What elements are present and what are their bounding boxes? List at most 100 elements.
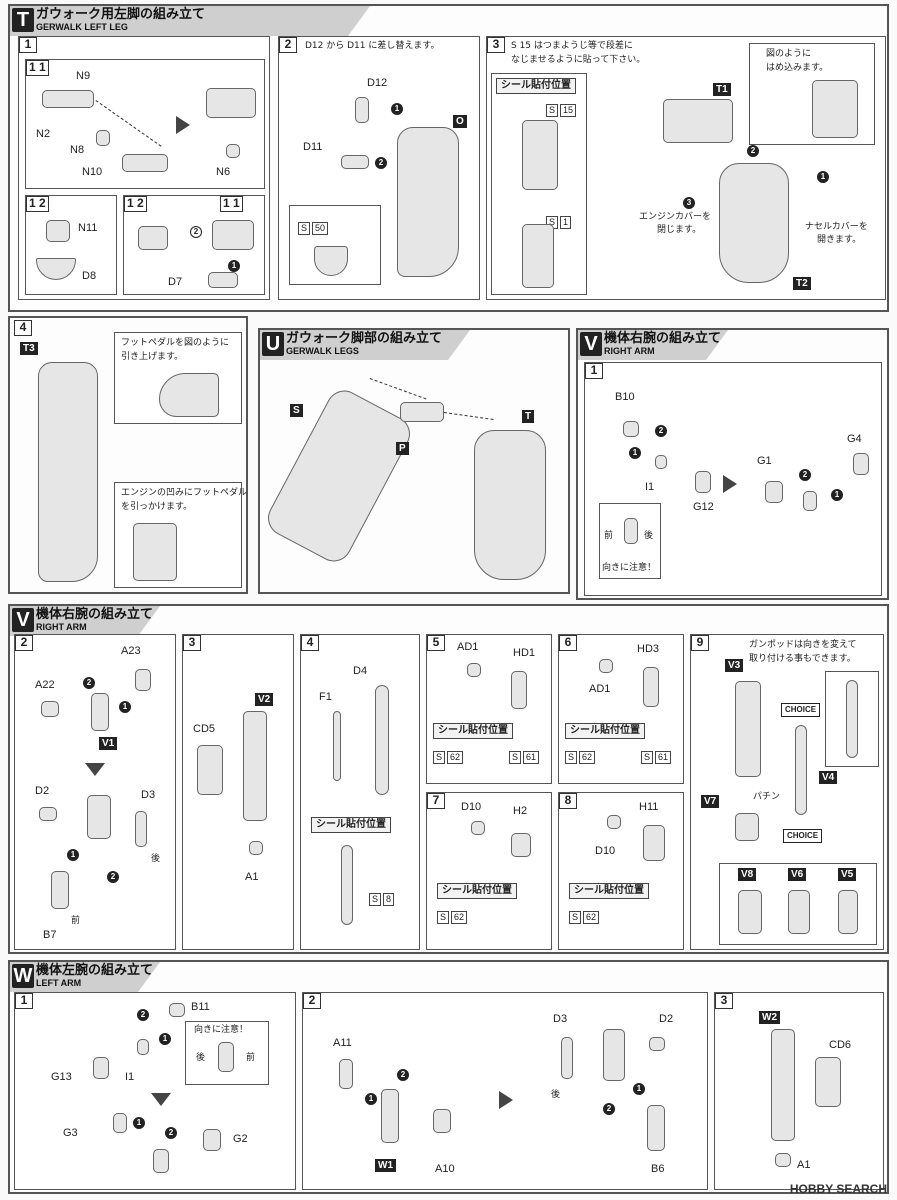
part-shape (159, 373, 219, 417)
seal-number: 50 (312, 222, 329, 235)
part-shape (381, 1089, 399, 1143)
arm-part-shape (243, 711, 267, 821)
back-label: 後 (151, 854, 161, 864)
hand-choice-box: V8 V6 V5 (719, 863, 877, 945)
part-tag: V6 (788, 868, 807, 881)
choice-badge: CHOICE (783, 829, 823, 843)
seal-number: 1 (560, 216, 572, 229)
section-header: V 機体右腕の組み立て RIGHT ARM (10, 606, 160, 636)
step-number: 6 (559, 635, 577, 651)
part-label: G1 (757, 455, 772, 467)
order-badge: 2 (107, 871, 119, 883)
leg-part-shape (38, 362, 98, 582)
step-number: 1 (585, 363, 603, 379)
part-label: N11 (78, 222, 98, 234)
part-shape (433, 1109, 451, 1133)
arm-part-shape (771, 1029, 795, 1141)
part-label: D4 (353, 665, 368, 677)
part-shape (561, 1037, 573, 1079)
part-shape (93, 1057, 109, 1079)
callout-note: エンジンの凹みにフットペダル (121, 488, 248, 498)
part-shape (135, 811, 147, 847)
part-shape (113, 1113, 127, 1133)
front-label: 前 (604, 531, 614, 541)
callout-note: 図のように (766, 49, 812, 59)
step-number: 2 (303, 993, 321, 1009)
seal-number: 62 (447, 751, 464, 764)
step-number: 5 (427, 635, 445, 651)
caution-note: 向きに注意！ (602, 563, 657, 573)
part-label: D10 (461, 801, 482, 813)
part-shape (122, 154, 168, 172)
part-shape (599, 659, 613, 673)
part-label: D10 (595, 845, 616, 857)
seal-inset: S 50 (289, 205, 381, 285)
step-number: 9 (691, 635, 709, 651)
seal-tag: S (509, 751, 522, 764)
step-number: 1 (15, 993, 33, 1009)
part-shape (218, 1042, 234, 1072)
substep-number: 1 1 (26, 60, 49, 76)
order-badge: 1 (817, 171, 829, 183)
nacelle-note: ナセルカバーを (805, 222, 868, 232)
part-label: G2 (233, 1133, 248, 1145)
hand-part-shape (643, 825, 665, 861)
order-badge: 1 (831, 489, 843, 501)
part-tag: T1 (713, 83, 731, 96)
substep-number: 1 2 (124, 196, 147, 212)
part-label: D11 (303, 141, 323, 153)
part-tag: V7 (701, 795, 720, 808)
seal-number: 61 (655, 751, 672, 764)
step-v-2: 2 A22 A23 2 1 V1 D2 D3 後 1 2 前 B7 (14, 634, 176, 950)
order-badge: 1 (629, 447, 641, 459)
section-header: U ガウォーク脚部の組み立て GERWALK LEGS (260, 330, 470, 360)
callout-note: はめ込みます。 (766, 63, 829, 73)
part-shape (137, 1039, 149, 1055)
seal-tag: S (433, 751, 446, 764)
part-shape (133, 523, 177, 581)
seal-title: シール貼付位置 (569, 883, 649, 899)
hand-part-shape (643, 667, 659, 707)
part-shape (135, 669, 151, 691)
part-shape (339, 1059, 353, 1089)
part-shape (206, 88, 256, 118)
order-badge: 1 (228, 260, 240, 272)
part-label: A10 (435, 1163, 455, 1175)
step-w-3: 3 W2 CD6 A1 (714, 992, 884, 1190)
part-shape (649, 1037, 665, 1051)
part-shape (522, 224, 554, 288)
next-arrow (499, 1091, 513, 1109)
seal-tag: S (641, 751, 654, 764)
nacelle-note: 開きます。 (817, 235, 862, 245)
part-label: B11 (191, 1001, 210, 1013)
seal-tag: S (369, 893, 382, 906)
order-badge: 1 (133, 1117, 145, 1129)
part-label: D7 (168, 276, 183, 288)
step-note: なじませるように貼って下さい。 (511, 55, 646, 65)
part-shape (663, 99, 733, 143)
part-shape (803, 491, 817, 511)
next-arrow (176, 116, 190, 134)
section-title-en: GERWALK LEGS (286, 346, 359, 356)
step-number: 2 (15, 635, 33, 651)
part-shape (51, 871, 69, 909)
part-shape (96, 130, 110, 146)
section-w-left-arm: W 機体左腕の組み立て LEFT ARM 1 B11 2 1 G13 I1 向き… (8, 960, 889, 1194)
order-badge: 1 (365, 1093, 377, 1105)
section-title-jp: ガウォーク用左脚の組み立て (36, 7, 206, 22)
seal-tag: S (565, 751, 578, 764)
section-title-en: GERWALK LEFT LEG (36, 22, 128, 32)
order-badge: 2 (165, 1127, 177, 1139)
part-shape (197, 745, 223, 795)
step-t-1: 1 1 1 N9 N2 N8 N10 N6 1 2 N11 D8 1 2 1 1 (18, 36, 270, 300)
step-w-1: 1 B11 2 1 G13 I1 向きに注意！ 後 前 G3 1 2 G2 (14, 992, 296, 1190)
front-label: 前 (71, 916, 81, 926)
front-label: 前 (246, 1053, 256, 1063)
callout-note: 引き上げます。 (121, 352, 184, 362)
seal-title: シール貼付位置 (565, 723, 645, 739)
part-label: A1 (245, 871, 259, 883)
part-shape (624, 518, 638, 544)
section-t-gerwalk-left-leg: T ガウォーク用左脚の組み立て GERWALK LEFT LEG 1 1 1 N… (8, 4, 889, 312)
step-number: 4 (301, 635, 319, 651)
callout-hole: エンジンの凹みにフットペダル を引っかけます。 (114, 482, 247, 588)
